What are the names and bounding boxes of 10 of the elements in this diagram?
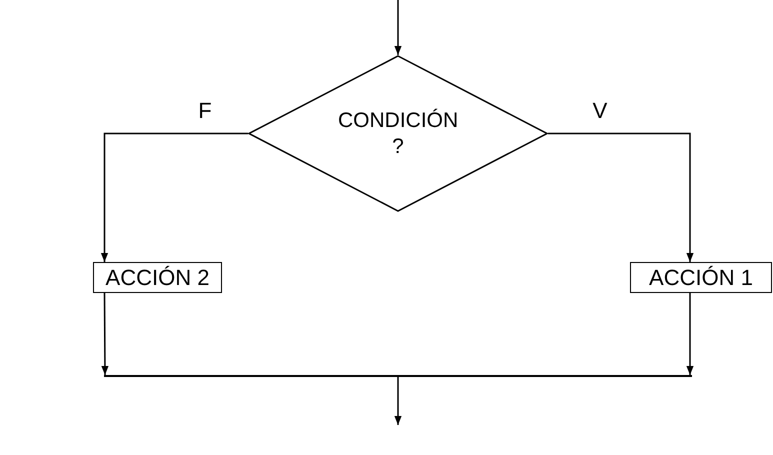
arrow — [548, 132, 694, 262]
condition-text: CONDICIÓN ? — [338, 108, 458, 160]
process-box: ACCIÓN 1 — [630, 262, 772, 293]
arrow — [101, 293, 109, 375]
arrow — [686, 293, 694, 375]
arrow — [394, 377, 402, 425]
arrow — [394, 0, 402, 55]
process-box: ACCIÓN 2 — [93, 262, 222, 293]
arrow — [100, 132, 248, 262]
merge-line — [104, 375, 692, 377]
